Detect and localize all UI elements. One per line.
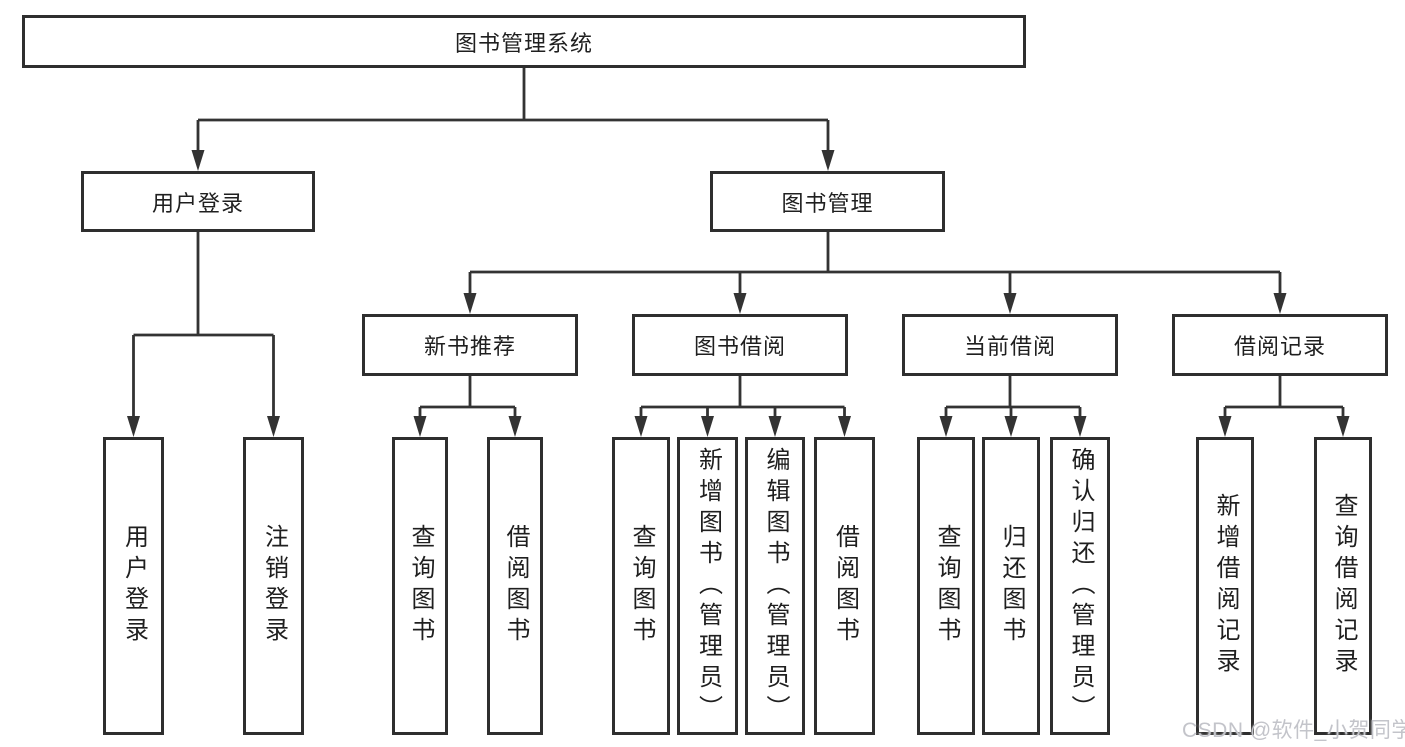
leaf-label: 编辑图书（管理员） [762,446,789,726]
leaf-borrow-books: 借阅图书 [814,437,875,735]
leaf-query-borrow-record: 查询借阅记录 [1314,437,1372,735]
leaf-add-book-admin: 新增图书（管理员） [677,437,738,735]
node-system-root: 图书管理系统 [22,15,1026,68]
leaf-label: 归还图书 [998,524,1025,648]
node-user-login: 用户登录 [81,171,315,232]
node-label: 借阅记录 [1233,334,1326,359]
connector-arrowheads [127,150,1350,437]
node-label: 当前借阅 [963,334,1056,359]
node-label: 图书管理 [781,190,874,216]
leaf-label: 查询图书 [933,524,960,648]
leaf-logout: 注销登录 [243,437,304,735]
node-label: 图书管理系统 [454,30,593,56]
leaf-query-books-current: 查询图书 [917,437,975,735]
connector-paths [132,68,1345,418]
node-current-borrowing: 当前借阅 [902,314,1118,376]
leaf-confirm-return-admin: 确认归还（管理员） [1050,437,1110,735]
leaf-label: 确认归还（管理员） [1067,446,1094,726]
node-label: 新书推荐 [423,334,516,359]
leaf-label: 查询图书 [628,524,655,648]
leaf-label: 借阅图书 [502,524,529,648]
leaf-user-login: 用户登录 [103,437,164,735]
leaf-query-books-borrow: 查询图书 [612,437,670,735]
leaf-add-borrow-record: 新增借阅记录 [1196,437,1254,735]
csdn-watermark: CSDN @软件_小贺同学 [1182,719,1405,742]
leaf-label: 查询图书 [407,524,434,648]
node-borrowing-records: 借阅记录 [1172,314,1388,376]
node-book-management: 图书管理 [710,171,945,232]
leaf-return-book: 归还图书 [982,437,1040,735]
node-label: 用户登录 [151,190,244,216]
leaf-borrow-books-recommend: 借阅图书 [487,437,543,735]
node-new-book-recommend: 新书推荐 [362,314,578,376]
leaf-query-books-recommend: 查询图书 [392,437,448,735]
leaf-label: 查询借阅记录 [1330,493,1357,679]
leaf-label: 用户登录 [120,524,148,648]
leaf-label: 注销登录 [260,524,288,648]
node-label: 图书借阅 [693,334,786,359]
node-book-borrowing: 图书借阅 [632,314,848,376]
leaf-label: 新增图书（管理员） [694,446,722,726]
leaf-edit-book-admin: 编辑图书（管理员） [745,437,805,735]
leaf-label: 新增借阅记录 [1212,493,1239,679]
leaf-label: 借阅图书 [831,524,859,648]
